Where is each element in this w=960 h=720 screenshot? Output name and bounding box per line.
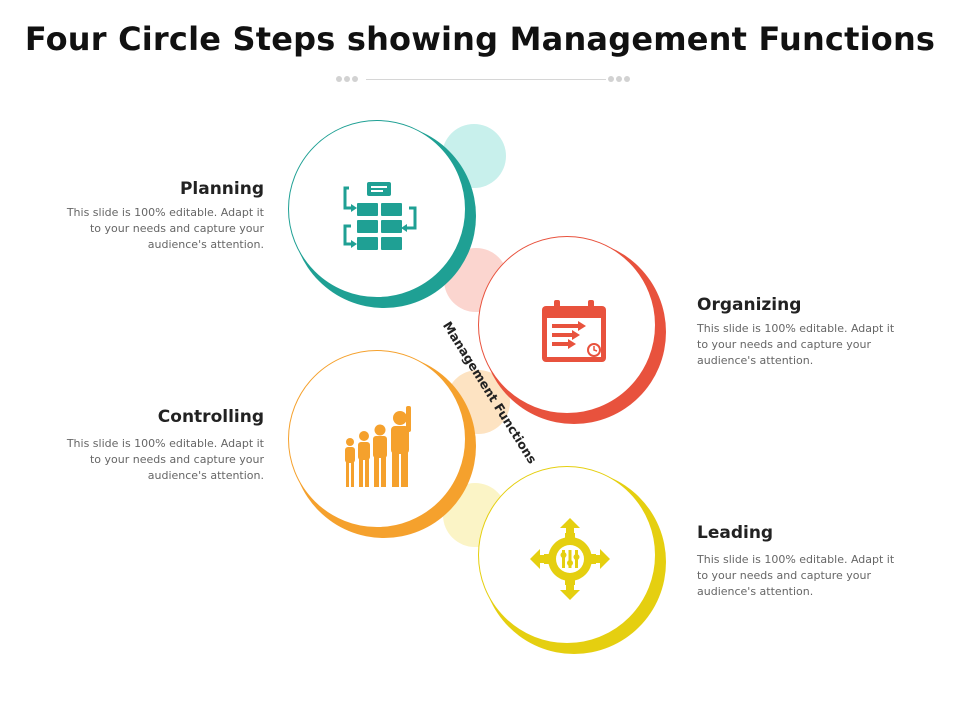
- divider-line: [366, 79, 606, 80]
- team-growth-icon: [345, 406, 411, 487]
- slide-title: Four Circle Steps showing Management Fun…: [24, 20, 936, 58]
- workflow-table-icon: [343, 182, 417, 250]
- gear-arrows-icon: [530, 518, 610, 600]
- calendar-schedule-icon: [542, 300, 606, 362]
- controlling-title: Controlling: [157, 407, 264, 427]
- divider-dots-left: [336, 76, 358, 82]
- title-divider: [336, 74, 636, 86]
- controlling-description: This slide is 100% editable. Adapt it to…: [66, 437, 264, 482]
- organizing-title: Organizing: [697, 295, 802, 315]
- planning-title: Planning: [179, 179, 264, 199]
- organizing-description: This slide is 100% editable. Adapt it to…: [697, 322, 895, 367]
- leading-description: This slide is 100% editable. Adapt it to…: [697, 553, 895, 598]
- divider-dots-right: [608, 76, 630, 82]
- leading-title: Leading: [697, 523, 774, 543]
- planning-description: This slide is 100% editable. Adapt it to…: [66, 206, 264, 251]
